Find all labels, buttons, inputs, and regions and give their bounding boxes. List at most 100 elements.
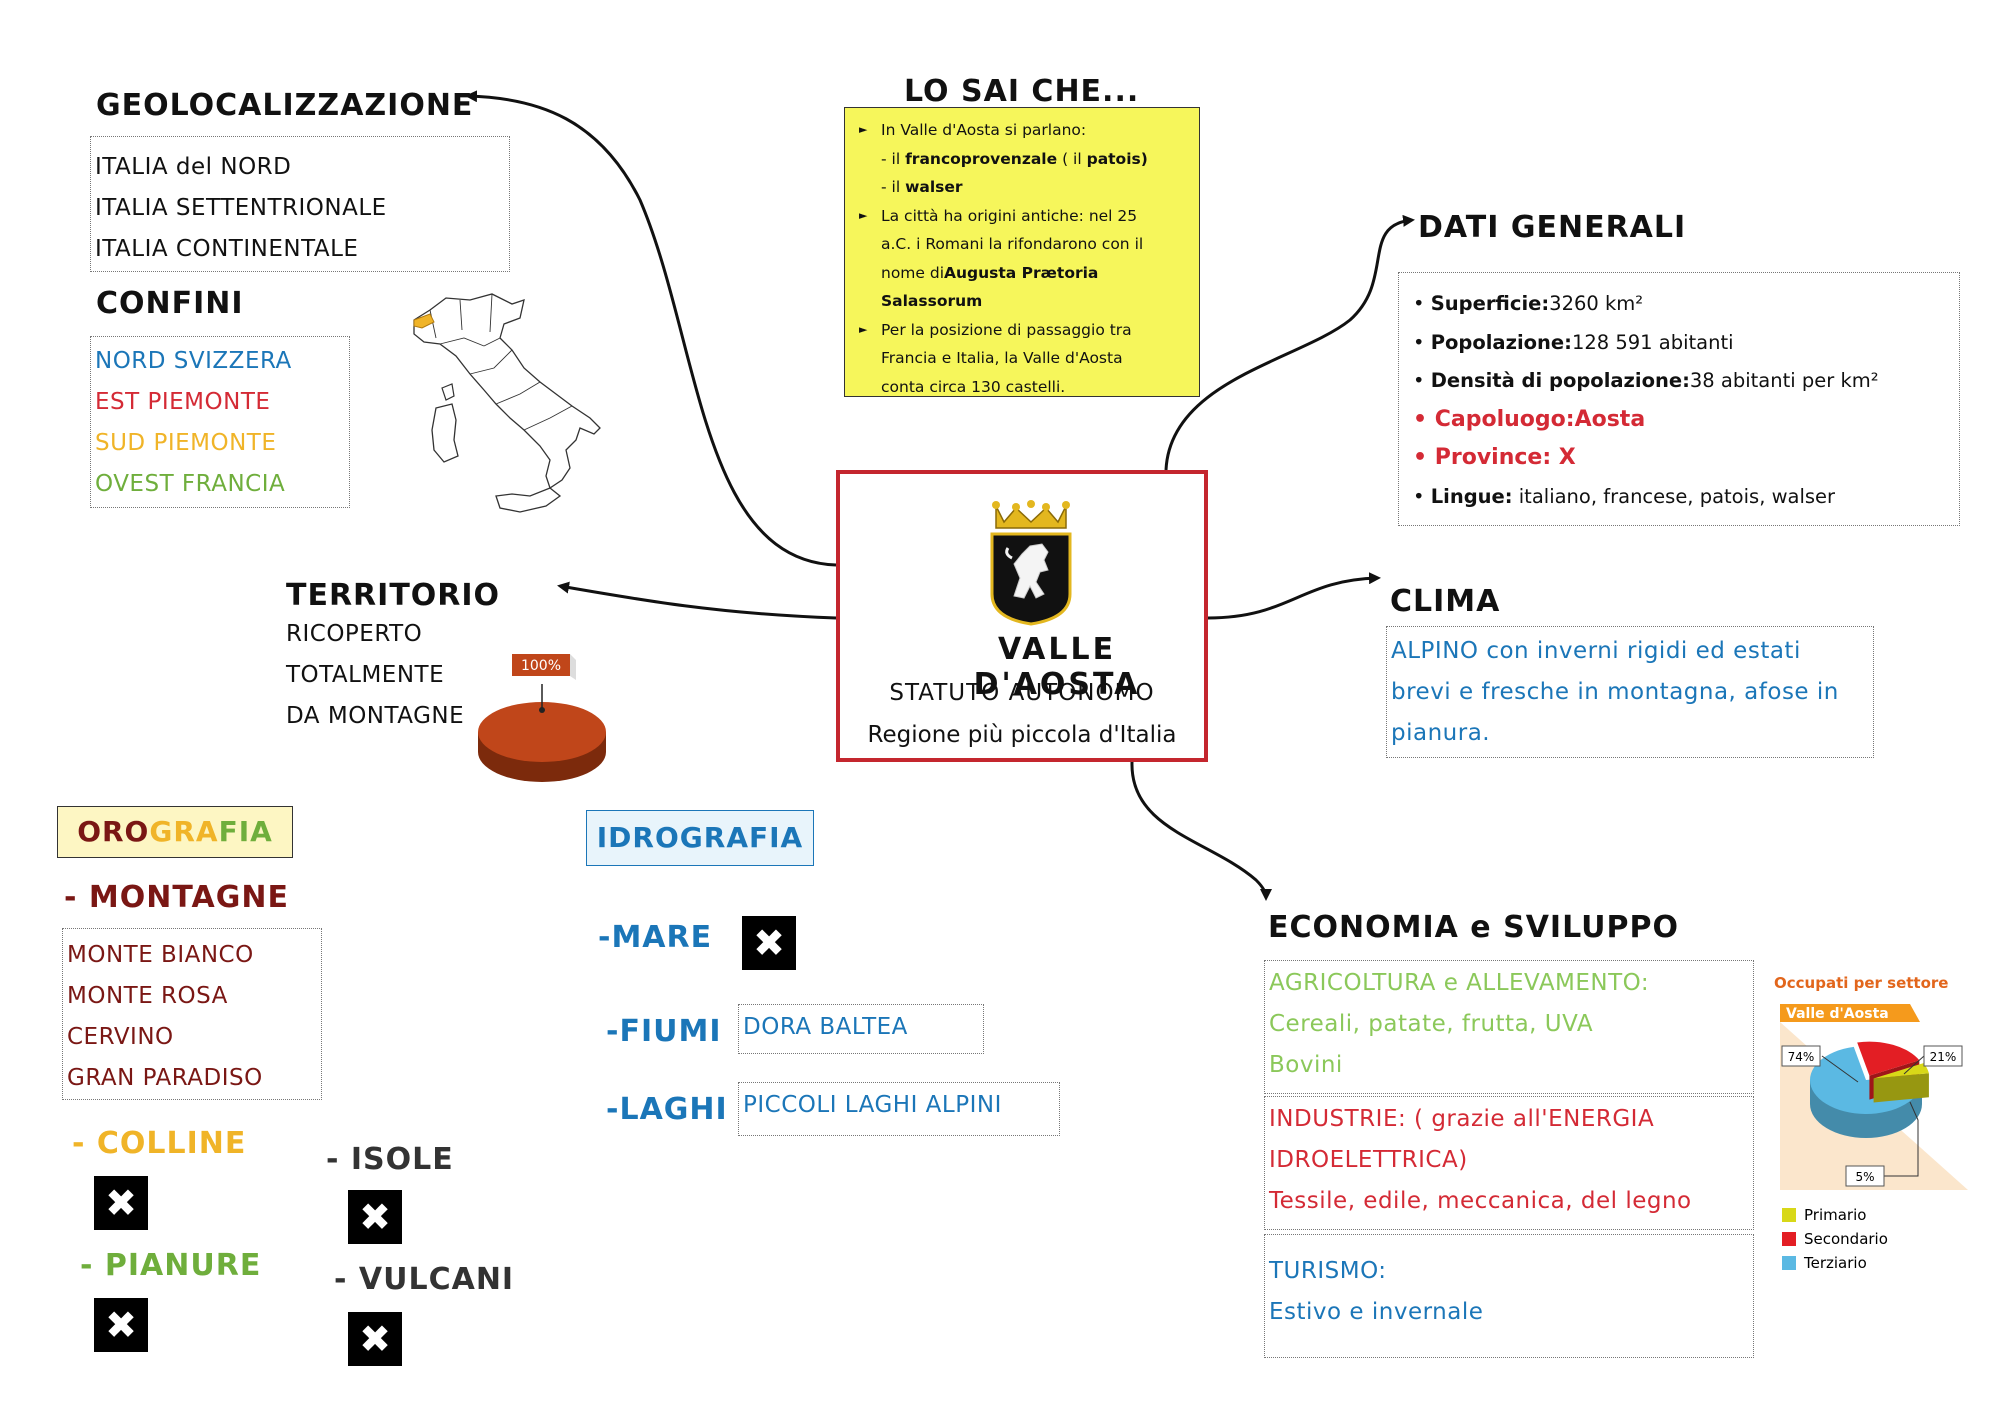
- agricoltura-line: AGRICOLTURA e ALLEVAMENTO:: [1269, 970, 1650, 996]
- territorio-pie-slice: [478, 702, 606, 762]
- territorio-pie-label: 100%: [521, 658, 561, 674]
- montagne-title: - MONTAGNE: [64, 880, 289, 915]
- lo-sai-che-bold: Salassorum: [881, 292, 983, 310]
- bullet-triangle-icon: ►: [859, 123, 868, 136]
- confini-box: NORD SVIZZERA EST PIEMONTE SUD PIEMONTE …: [90, 336, 350, 508]
- turismo-box: TURISMO: Estivo e invernale: [1264, 1234, 1754, 1358]
- isole-x-icon: ✖: [348, 1190, 402, 1244]
- region-name: VALLE D'AOSTA: [973, 632, 1141, 702]
- industrie-line: IDROELETTRICA): [1269, 1147, 1468, 1173]
- geolocalizzazione-item: ITALIA SETTENTRIONALE: [95, 195, 387, 221]
- lo-sai-che-bold: francoprovenzale: [905, 149, 1058, 168]
- dati-capoluogo-text: Capoluogo:Aosta: [1434, 406, 1646, 432]
- dati-densita-value: 38 abitanti per km²: [1689, 369, 1879, 392]
- dati-lingue-value: italiano, francese, patois, walser: [1512, 484, 1836, 508]
- occupati-callout-line: [1876, 1101, 1919, 1177]
- occupati-label-box: [1781, 1045, 1821, 1067]
- confini-item-sud: SUD PIEMONTE: [95, 430, 277, 456]
- arrow-geolocalizzazione: [465, 90, 837, 567]
- lo-sai-che-text: conta circa 130 castelli.: [881, 377, 1066, 396]
- agricoltura-line: Bovini: [1269, 1052, 1343, 1078]
- x-mark: ✖: [105, 1181, 137, 1225]
- clima-line: pianura.: [1391, 720, 1491, 746]
- geolocalizzazione-box: ITALIA del NORD ITALIA SETTENTRIONALE IT…: [90, 136, 510, 272]
- occupati-label-box: [1845, 1165, 1885, 1187]
- dati-popolazione-value: 128 591 abitanti: [1571, 330, 1734, 354]
- lo-sai-che-item: Francia e Italia, la Valle d'Aosta: [859, 344, 1189, 373]
- occupati-slice-secondario: [1857, 1041, 1920, 1076]
- occupati-data-label: 5%: [1855, 1170, 1874, 1184]
- territorio-text: RICOPERTO TOTALMENTE DA MONTAGNE: [286, 614, 464, 737]
- x-mark: ✖: [359, 1195, 391, 1239]
- lo-sai-che-title: LO SAI CHE...: [904, 74, 1140, 109]
- dati-densita-label: Densità di popolazione:: [1430, 369, 1690, 392]
- lo-sai-che-item: Salassorum: [859, 287, 1189, 316]
- colline-x-icon: ✖: [94, 1176, 148, 1230]
- geolocalizzazione-item: ITALIA CONTINENTALE: [95, 236, 359, 262]
- colline-title: - COLLINE: [72, 1126, 247, 1161]
- lo-sai-che-bold: Augusta Prætoria: [944, 263, 1099, 282]
- lo-sai-che-box: ► In Valle d'Aosta si parlano: - il franc…: [844, 107, 1200, 397]
- turismo-line: Estivo e invernale: [1269, 1299, 1484, 1325]
- isole-title: - ISOLE: [326, 1142, 454, 1177]
- mare-label: -MARE: [598, 920, 713, 955]
- clima-title: CLIMA: [1390, 584, 1501, 619]
- industrie-box: INDUSTRIE: ( grazie all'ENERGIA IDROELET…: [1264, 1096, 1754, 1230]
- clima-line: brevi e fresche in montagna, afose in: [1391, 679, 1839, 705]
- clima-box: ALPINO con inverni rigidi ed estati brev…: [1386, 626, 1874, 758]
- industrie-line: Tessile, edile, meccanica, del legno: [1269, 1188, 1692, 1214]
- occupati-callout-line: [1903, 1055, 1925, 1075]
- geolocalizzazione-item: ITALIA del NORD: [95, 154, 292, 180]
- lo-sai-che-text: La città ha origini antiche: nel 25: [881, 206, 1138, 225]
- montagna-item: MONTE BIANCO: [67, 942, 254, 968]
- valle-aosta-highlight: [413, 313, 435, 329]
- lo-sai-che-item: - il francoprovenzale ( il patois): [859, 145, 1189, 174]
- laghi-value: PICCOLI LAGHI ALPINI: [743, 1092, 1002, 1118]
- montagna-item: GRAN PARADISO: [67, 1065, 263, 1091]
- dati-superficie-label: Superficie:: [1430, 292, 1550, 315]
- clima-line: ALPINO con inverni rigidi ed estati: [1391, 638, 1801, 664]
- orografia-title-part: FIA: [218, 815, 273, 848]
- vulcani-x-icon: ✖: [348, 1312, 402, 1366]
- laghi-label: -LAGHI: [606, 1092, 728, 1127]
- dati-lingue: • Lingue: italiano, francese, patois, wa…: [1413, 484, 1836, 508]
- fiumi-box: DORA BALTEA: [738, 1004, 984, 1054]
- territorio-line: DA MONTAGNE: [286, 703, 465, 729]
- lo-sai-che-text: In Valle d'Aosta si parlano:: [881, 121, 1087, 139]
- vulcani-title: - VULCANI: [334, 1262, 515, 1297]
- arrow-economia: [1130, 761, 1272, 901]
- territorio-title: TERRITORIO: [286, 578, 501, 613]
- lo-sai-che-text: a.C. i Romani la rifondarono con il: [881, 235, 1144, 253]
- lo-sai-che-text: - il: [881, 178, 906, 196]
- arrow-dati-generali: [1164, 214, 1415, 471]
- legend-label-primario: Primario: [1804, 1206, 1866, 1224]
- occupati-chart: Occupati per settore Valle d'Aosta 74%21…: [1774, 974, 1968, 1272]
- orografia-title-part: GRA: [149, 815, 219, 848]
- lo-sai-che-text: - il: [881, 149, 906, 168]
- x-mark: ✖: [105, 1303, 137, 1347]
- dati-densita: • Densità di popolazione:38 abitanti per…: [1413, 369, 1879, 392]
- lo-sai-che-bold: patois): [1086, 149, 1148, 168]
- occupati-slice-side: [1873, 1073, 1929, 1103]
- occupati-chart-title: Occupati per settore: [1774, 974, 1948, 992]
- bullet-triangle-icon: ►: [859, 322, 868, 336]
- dati-lingue-label: Lingue:: [1430, 484, 1513, 508]
- occupati-callout-line: [1821, 1055, 1859, 1083]
- dati-popolazione: • Popolazione:128 591 abitanti: [1413, 330, 1734, 354]
- territorio-line: RICOPERTO: [286, 621, 423, 647]
- dati-capoluogo: • Capoluogo:Aosta: [1413, 406, 1646, 432]
- bullet-triangle-icon: ►: [859, 208, 868, 222]
- lo-sai-che-text: Francia e Italia, la Valle d'Aosta: [881, 349, 1123, 367]
- occupati-chart-subtitle: Valle d'Aosta: [1786, 1006, 1889, 1022]
- lo-sai-che-text: Per la posizione di passaggio tra: [881, 320, 1132, 339]
- lo-sai-che-bold: walser: [905, 178, 963, 196]
- lo-sai-che-item: - il walser: [859, 173, 1189, 202]
- montagne-box: MONTE BIANCO MONTE ROSA CERVINO GRAN PAR…: [62, 928, 322, 1100]
- dati-province-text: Province: X: [1434, 445, 1576, 470]
- arrow-territorio: [557, 581, 837, 620]
- region-note: Regione più piccola d'Italia: [867, 722, 1177, 748]
- lo-sai-che-item: nome diAugusta Prætoria: [859, 259, 1189, 288]
- occupati-slice-primario: [1873, 1063, 1929, 1079]
- pianure-title: - PIANURE: [80, 1248, 262, 1283]
